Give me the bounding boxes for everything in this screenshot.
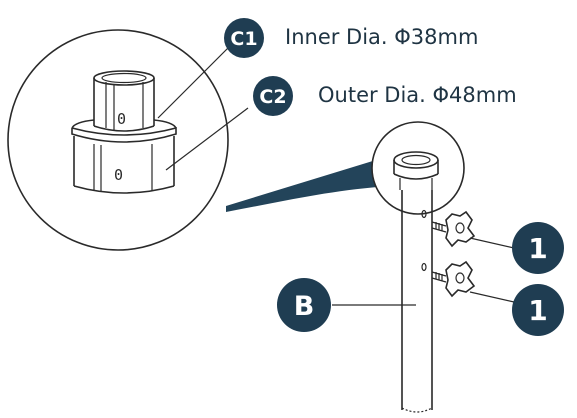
svg-text:1: 1 [528, 232, 547, 265]
c1-badge: C1 [224, 18, 264, 58]
c2-leader-line [165, 107, 249, 171]
c2-label: Outer Dia. Φ48mm [318, 83, 517, 107]
c1-label: Inner Dia. Φ38mm [285, 25, 478, 49]
knob-bottom-badge: 1 [512, 284, 564, 336]
magnified-detail-circle [7, 29, 229, 251]
lower-fitting-mark: 0 [114, 166, 123, 184]
svg-text:C2: C2 [259, 86, 286, 108]
upper-fitting-mark: 0 [117, 110, 126, 128]
knob-bottom-leader-line [469, 291, 515, 303]
svg-text:1: 1 [528, 294, 547, 327]
pole-fitting-detail: 0 0 [71, 70, 177, 194]
knob-screw-top [431, 210, 476, 248]
c1-leader-line [157, 47, 229, 119]
svg-text:B: B [294, 291, 315, 322]
knob-top-leader-line [469, 237, 515, 249]
pole-top-fitting [393, 151, 439, 190]
b-badge: B [277, 278, 331, 332]
knob-screw-bottom [431, 260, 476, 298]
c2-badge: C2 [253, 76, 293, 116]
svg-text:C1: C1 [230, 28, 257, 50]
zoom-connector [226, 160, 392, 212]
knob-top-badge: 1 [512, 222, 564, 274]
pole-tube [401, 190, 433, 413]
